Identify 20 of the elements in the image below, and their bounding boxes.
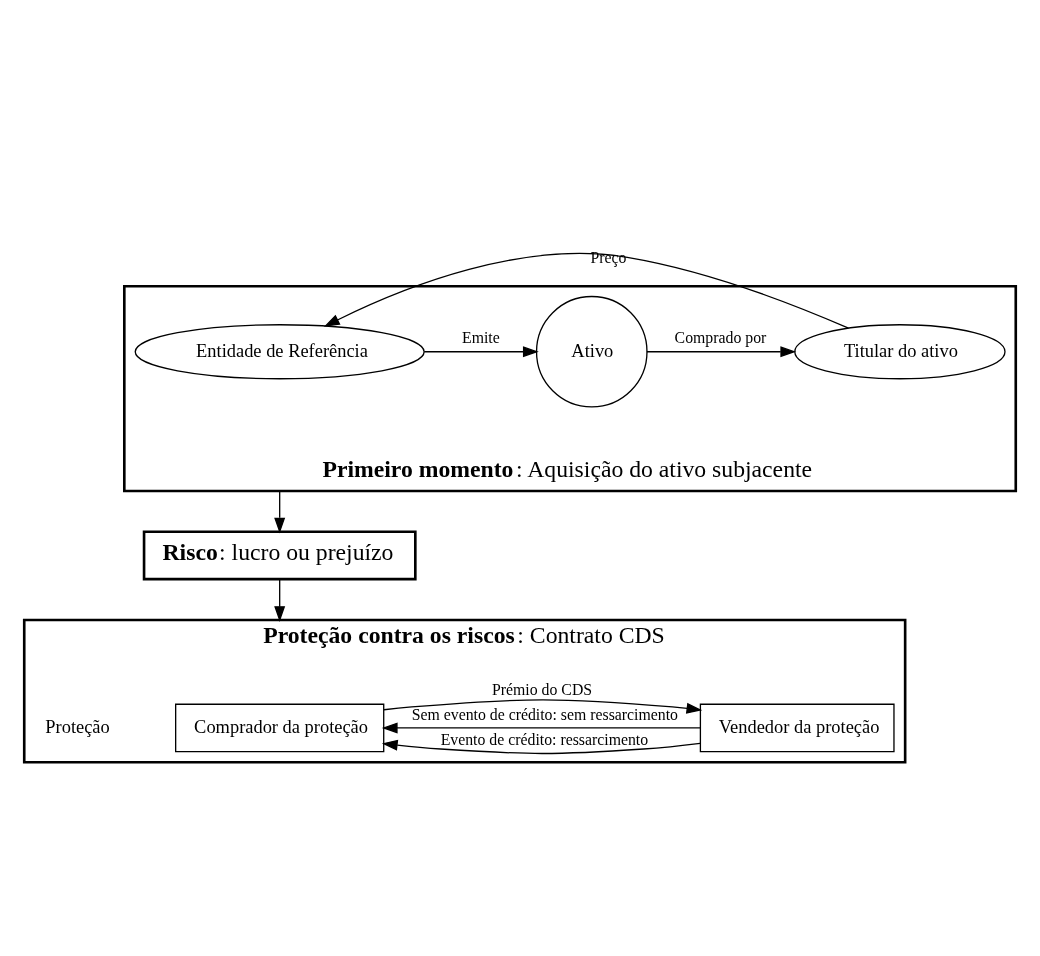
arrow [383,699,703,714]
arrow [323,252,850,329]
arrow [381,739,701,755]
edge-label: Sem evento de crédito: sem ressarcimento [411,705,678,723]
arrow [274,490,286,534]
edge-label: Emite [461,329,500,347]
edge-label: Evento de crédito: ressarcimento [440,730,649,748]
node-ellipse: Entidade de Referência [134,324,425,380]
node-box: Risco: lucro ou prejuízo [142,530,417,581]
arrow [423,346,539,358]
node-box: Comprador da proteção [175,703,385,753]
label: Proteção [45,716,110,737]
node-box: Vendedor da proteção [699,703,895,753]
arrow [646,346,797,358]
edge-label: Prémio do CDS [492,680,593,698]
node-ellipse: Titular do ativo [794,324,1006,380]
arrow [381,722,701,734]
arrow [274,578,286,622]
edge-label: Comprado por [674,329,767,347]
node-circle: Ativo [535,295,648,408]
